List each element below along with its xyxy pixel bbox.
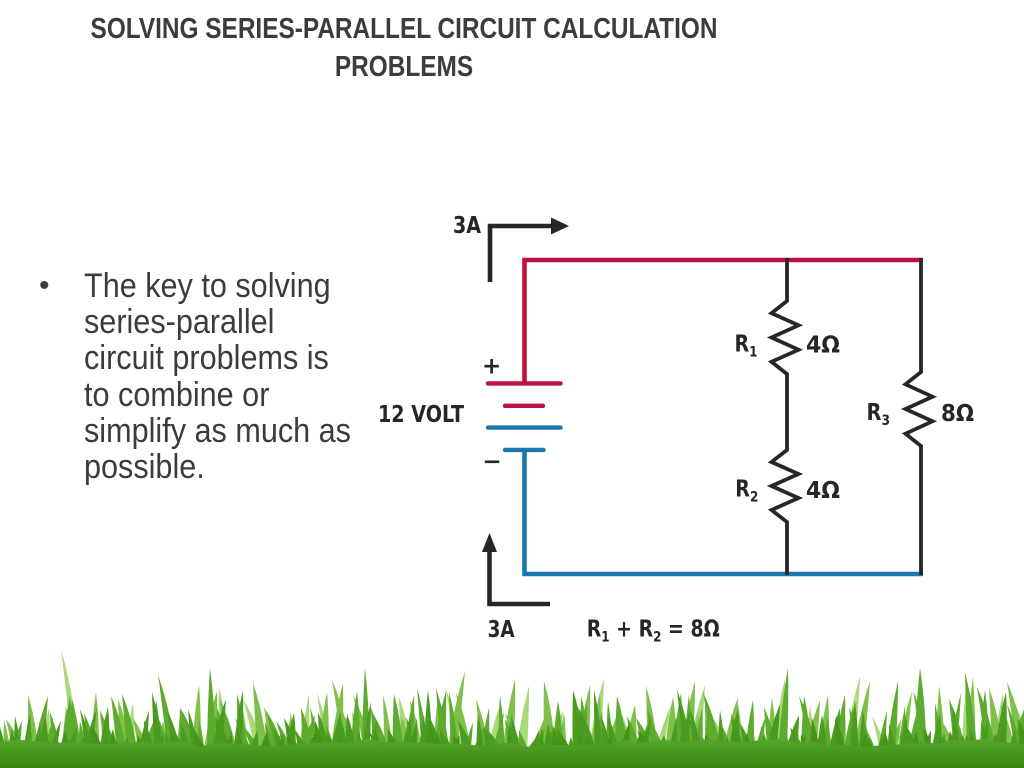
resistor-r1-value: 4Ω	[806, 332, 840, 358]
resistor-r3-value: 8Ω	[941, 401, 974, 427]
resistor-r1-symbol: R	[735, 332, 750, 358]
bullet-text: The key to solving series-parallel circu…	[84, 267, 351, 487]
bottom-current-label: 3A	[488, 617, 515, 643]
equation-part-4: = 8Ω	[661, 617, 719, 643]
equation-part-2: + R	[610, 617, 654, 643]
resistor-r1-name: R1	[735, 332, 758, 361]
grass-decoration	[0, 649, 1024, 768]
slide-title: SOLVING SERIES-PARALLEL CIRCUIT CALCULAT…	[90, 13, 718, 83]
battery-plus-label: +	[482, 354, 501, 380]
bottom-current-arrow-line	[487, 549, 550, 607]
resistor-r2-name: R2	[735, 477, 758, 506]
resistor-r3-symbol: R	[867, 400, 882, 426]
series-equation: R1 + R2 = 8Ω	[587, 617, 720, 646]
equation-part-3: 2	[653, 630, 661, 646]
resistor-r2-symbol: R	[735, 477, 750, 503]
resistor-r3-subscript: 3	[881, 413, 890, 429]
resistor-r2-subscript: 2	[750, 490, 758, 506]
battery-voltage-label: 12 VOLT	[378, 402, 464, 428]
top-current-arrowhead	[551, 217, 569, 235]
battery	[485, 381, 563, 453]
branch-r3	[900, 258, 938, 575]
positive-wire	[522, 257, 923, 384]
top-current-label: 3A	[453, 213, 481, 239]
top-current-arrow	[487, 217, 569, 282]
resistor-r1-subscript: 1	[749, 345, 757, 361]
top-current-arrow-line	[487, 223, 552, 282]
bottom-current-arrow	[482, 533, 550, 607]
resistor-r2-value: 4Ω	[806, 478, 840, 504]
equation-part-0: R	[587, 617, 602, 643]
battery-minus-label: −	[482, 449, 501, 475]
resistor-r3-name: R3	[867, 400, 891, 429]
branch-r1-r2	[766, 258, 804, 575]
bullet-marker: •	[39, 269, 50, 303]
grass-base	[0, 739, 1024, 768]
negative-wire	[522, 449, 923, 577]
bottom-current-arrowhead	[482, 533, 497, 552]
equation-part-1: 1	[601, 630, 609, 646]
